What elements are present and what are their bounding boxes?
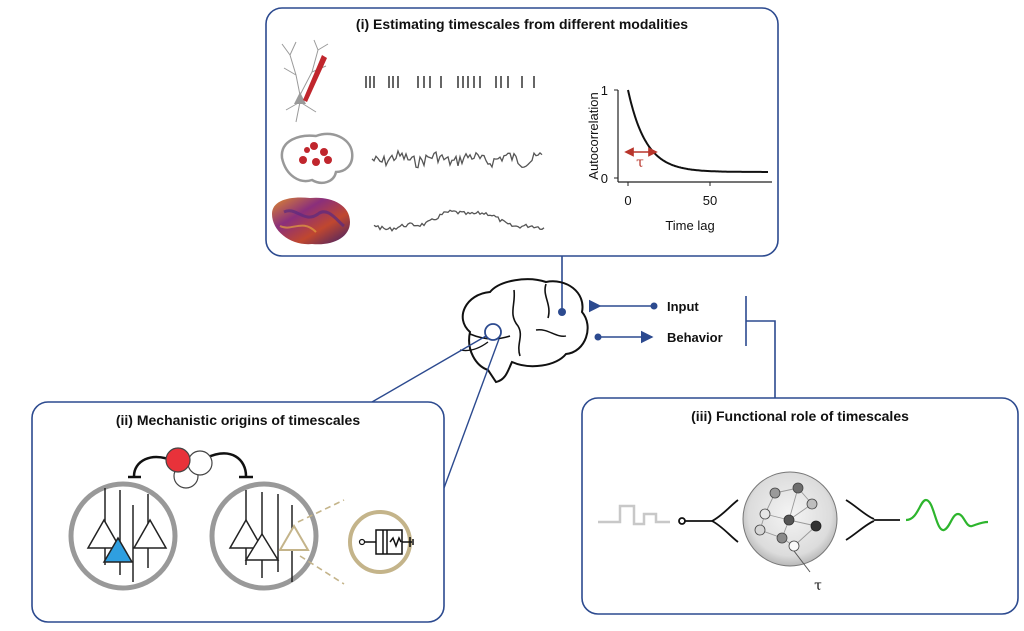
connector-dot [558,308,566,316]
panel-functional-title: (iii) Functional role of timescales [691,408,909,424]
output-signal [905,498,989,532]
input-pulse-signal [598,504,670,526]
behavior-label: Behavior [667,330,723,345]
autocorrelation-plot: 1 0 0 50 Time lag Autocorrelation τ [586,83,772,233]
circuit-right [209,481,319,591]
connector-panel-iii [745,296,776,398]
panel-estimating-title: (i) Estimating timescales from different… [356,16,688,32]
behavior-arrow [594,330,654,344]
spike-train [365,76,535,88]
ecog-trace [371,148,543,169]
x-axis-label: Time lag [665,218,714,233]
x-tick-0: 0 [624,193,631,208]
output-fanin [845,499,900,541]
panel-mechanistic-title: (ii) Mechanistic origins of timescales [116,412,361,428]
x-tick-50: 50 [703,193,717,208]
zoom-lines [297,499,345,585]
blue-neuron [102,536,134,563]
fmri-trace [373,209,545,232]
input-label: Input [667,299,699,314]
y-tick-0: 0 [601,171,608,186]
interneuron-cluster [128,447,253,489]
input-arrow [588,299,658,313]
gold-neuron [278,524,310,551]
connector-panel-ii [371,335,500,489]
recurrent-network: τ [742,471,838,594]
y-axis-label: Autocorrelation [586,92,601,179]
panel-estimating-border [265,7,779,257]
panel-functional: (iii) Functional role of timescales [581,397,1019,615]
panel-estimating: (i) Estimating timescales from different… [265,7,779,257]
tau-label: τ [636,155,644,171]
y-tick-1: 1 [601,83,608,98]
circuit-left [68,481,178,591]
ecog-brain-icon [280,132,354,184]
panel-mechanistic: (ii) Mechanistic origins of timescales [31,401,445,623]
neuron-electrode-icon [281,39,329,123]
input-fanout [678,499,739,543]
fmri-cortex-icon [272,197,350,245]
central-brain-icon [459,278,589,384]
network-tau-label: τ [814,578,822,594]
membrane-circuit-icon [348,510,414,574]
